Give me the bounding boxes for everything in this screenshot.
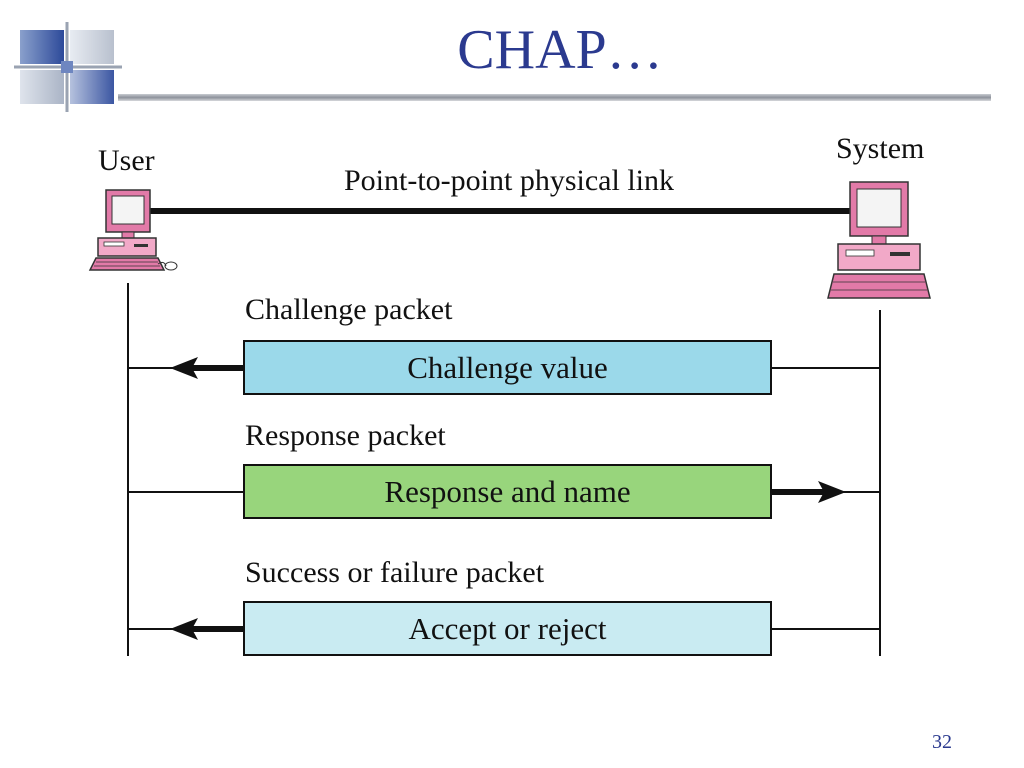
response-packet-label: Response packet [245,419,446,452]
system-label: System [836,132,925,165]
arrow-left-icon [170,618,198,640]
slide-title: CHAP… [457,19,663,81]
logo-icon [14,22,122,112]
result-packet [128,601,880,656]
user-label: User [98,144,155,177]
arrow-left-icon [170,357,198,379]
challenge-value-text: Challenge value [407,350,608,385]
user-computer-icon [88,189,178,271]
response-and-name-text: Response and name [384,474,631,509]
link-label: Point-to-point physical link [344,164,674,197]
challenge-packet [128,340,880,395]
challenge-packet-label: Challenge packet [245,293,453,326]
page-number: 32 [932,731,952,753]
accept-or-reject-text: Accept or reject [408,611,607,646]
system-computer-icon [827,181,931,299]
result-packet-label: Success or failure packet [245,556,545,589]
response-packet [128,464,880,519]
title-rule [118,94,991,101]
